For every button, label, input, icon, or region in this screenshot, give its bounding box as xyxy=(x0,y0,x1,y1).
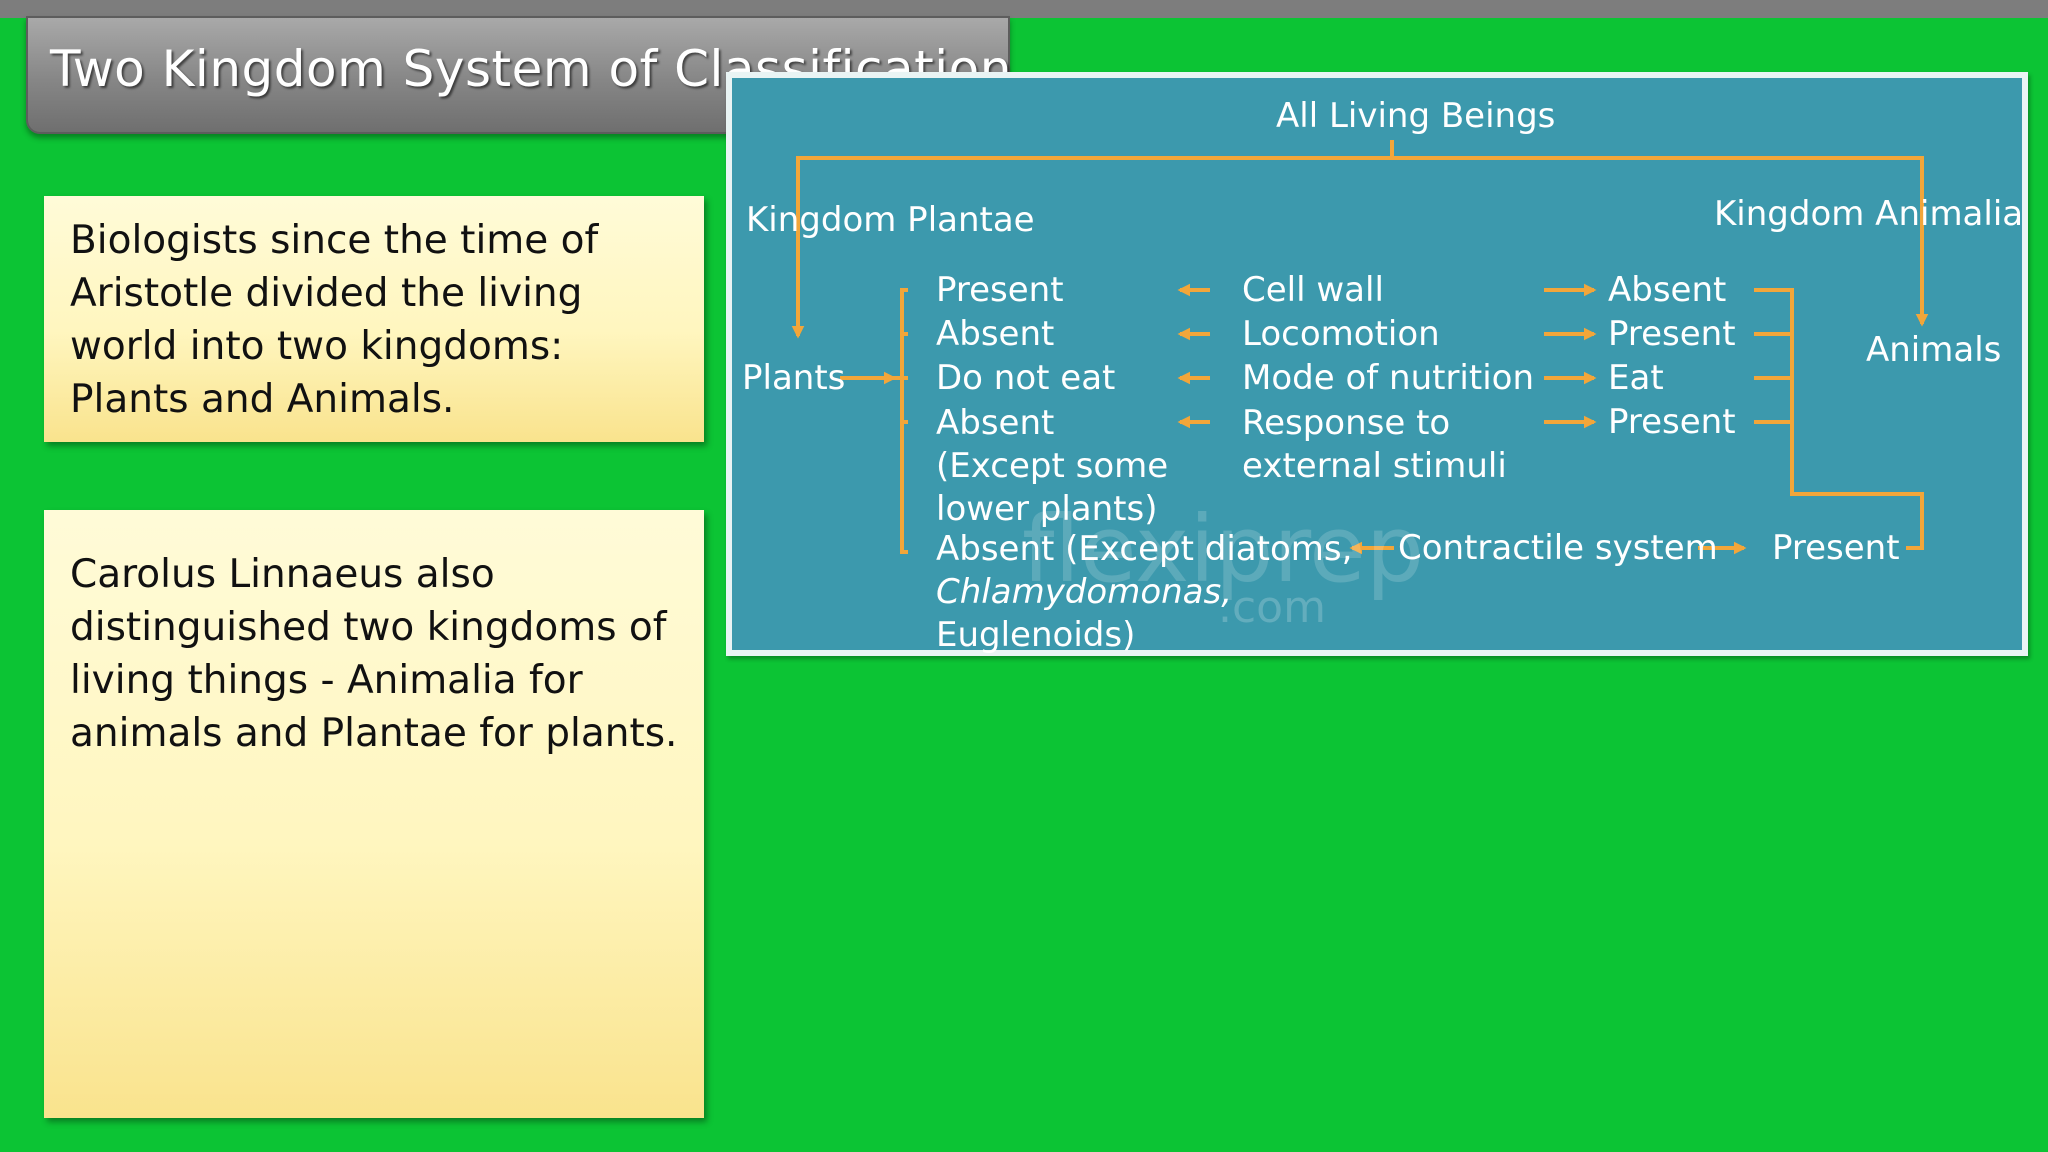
top-bar xyxy=(0,0,2048,18)
plant-stimuli-value: Absent (Except some lower plants) xyxy=(936,403,1169,529)
plant-contractile-value: Absent (Except diatoms, Chlamydomonas, E… xyxy=(936,528,1352,657)
char-mode-of-nutrition: Mode of nutrition xyxy=(1242,358,1535,398)
diagram-connectors xyxy=(791,140,1929,555)
animal-stimuli-value: Present xyxy=(1608,402,1736,442)
animal-cellwall-value: Absent xyxy=(1608,270,1727,310)
animal-nutrition-value: Eat xyxy=(1608,358,1664,398)
plant-contractile-italic: Chlamydomonas, xyxy=(936,572,1233,612)
kingdom-animalia-label: Kingdom Animalia xyxy=(1714,194,2024,234)
char-cell-wall: Cell wall xyxy=(1242,270,1384,310)
note-aristotle: Biologists since the time of Aristotle d… xyxy=(44,196,704,442)
note-linnaeus: Carolus Linnaeus also distinguished two … xyxy=(44,510,704,1118)
char-response-to-stimuli: Response to external stimuli xyxy=(1242,403,1507,486)
root-label: All Living Beings xyxy=(1276,96,1556,136)
classification-diagram: flexiprep .com All Living Beings Kingdom… xyxy=(726,72,2028,656)
animal-locomotion-value: Present xyxy=(1608,314,1736,354)
root-branch-line xyxy=(796,156,1924,164)
char-locomotion: Locomotion xyxy=(1242,314,1440,354)
plant-contractile-suffix: Euglenoids) xyxy=(936,615,1136,655)
plant-contractile-prefix: Absent (Except diatoms, xyxy=(936,529,1353,569)
plant-cellwall-value: Present xyxy=(936,270,1064,310)
watermark-domain: .com xyxy=(1218,582,1326,633)
plant-nutrition-value: Do not eat xyxy=(936,358,1116,398)
plant-locomotion-value: Absent xyxy=(936,314,1055,354)
animal-contractile-value: Present xyxy=(1772,528,1900,568)
animals-label: Animals xyxy=(1866,330,2002,370)
kingdom-plantae-label: Kingdom Plantae xyxy=(746,200,1035,240)
plants-label: Plants xyxy=(742,358,846,398)
animal-bracket-inner xyxy=(1754,288,1924,550)
char-contractile-system: Contractile system xyxy=(1398,528,1718,568)
watermark: flexiprep xyxy=(1022,496,1425,603)
